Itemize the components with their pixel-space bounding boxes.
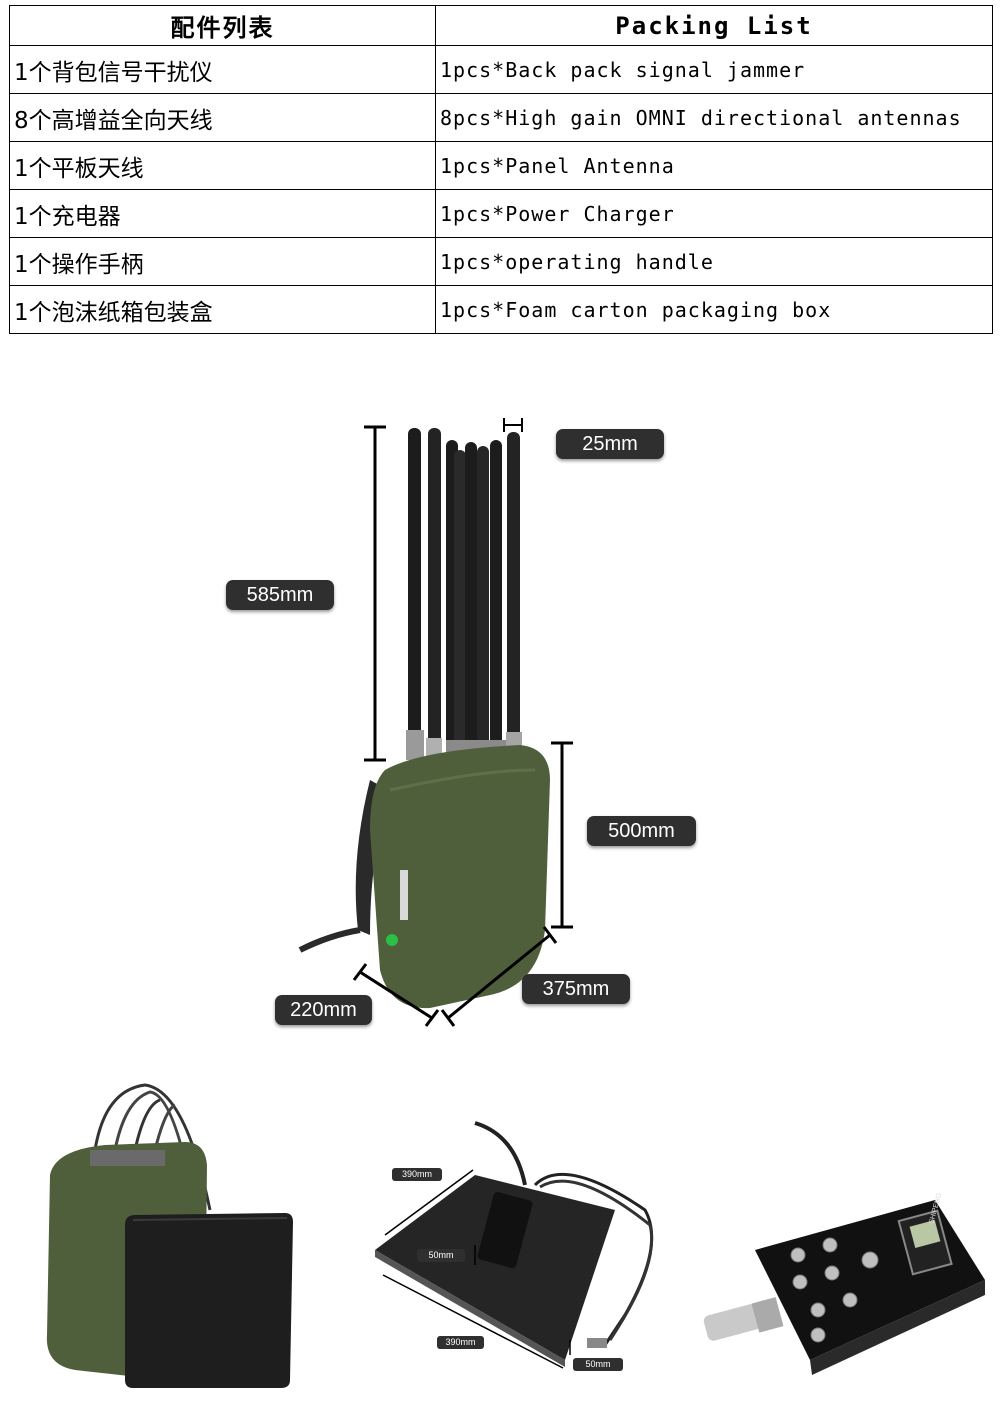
jammer-case: [370, 745, 550, 1009]
packing-list-table: 配件列表 Packing List 1个背包信号干扰仪 1pcs*Back pa…: [9, 5, 993, 334]
panel-antenna-front: [125, 1213, 293, 1388]
row-cn: 1个平板天线: [9, 141, 436, 190]
row-en: 1pcs*Foam carton packaging box: [435, 285, 993, 334]
operating-handle-image: [703, 1200, 985, 1375]
table-row: 1个背包信号干扰仪 1pcs*Back pack signal jammer: [9, 45, 993, 94]
row-en: 1pcs*Back pack signal jammer: [435, 45, 993, 94]
panel-antenna-body: [375, 1175, 615, 1360]
table-row: 1个充电器 1pcs*Power Charger: [9, 189, 993, 238]
panel-length-label: 390mm: [437, 1336, 484, 1349]
antenna-height-label: 585mm: [226, 580, 334, 610]
table-row: 1个操作手柄 1pcs*operating handle: [9, 237, 993, 286]
header-english: Packing List: [435, 5, 993, 46]
body-width-label: 375mm: [522, 974, 630, 1004]
antenna-width-label: 25mm: [556, 429, 664, 459]
body-depth-label: 220mm: [275, 995, 372, 1025]
panel-thickness-label: 50mm: [417, 1249, 465, 1262]
row-cn: 1个泡沫纸箱包装盒: [9, 285, 436, 334]
row-cn: 8个高增益全向天线: [9, 93, 436, 142]
table-row: 8个高增益全向天线 8pcs*High gain OMNI directiona…: [9, 93, 993, 142]
body-height-label: 500mm: [587, 816, 696, 846]
row-en: 1pcs*Panel Antenna: [435, 141, 993, 190]
table-row: 1个平板天线 1pcs*Panel Antenna: [9, 141, 993, 190]
row-cn: 1个操作手柄: [9, 237, 436, 286]
row-en: 1pcs*operating handle: [435, 237, 993, 286]
row-cn: 1个充电器: [9, 189, 436, 238]
row-en: 1pcs*Power Charger: [435, 189, 993, 238]
header-chinese: 配件列表: [9, 5, 436, 46]
table-row: 1个泡沫纸箱包装盒 1pcs*Foam carton packaging box: [9, 285, 993, 334]
connector-length-label: 50mm: [573, 1358, 623, 1371]
jammer-with-panel-image: [46, 1083, 293, 1388]
panel-width-label: 390mm: [392, 1168, 442, 1181]
row-en: 8pcs*High gain OMNI directional antennas: [435, 93, 993, 142]
table-header-row: 配件列表 Packing List: [9, 5, 993, 46]
antenna-group: [406, 428, 522, 764]
row-cn: 1个背包信号干扰仪: [9, 45, 436, 94]
panel-antenna-image: [375, 1121, 654, 1369]
backpack-jammer-image: [298, 418, 573, 1027]
